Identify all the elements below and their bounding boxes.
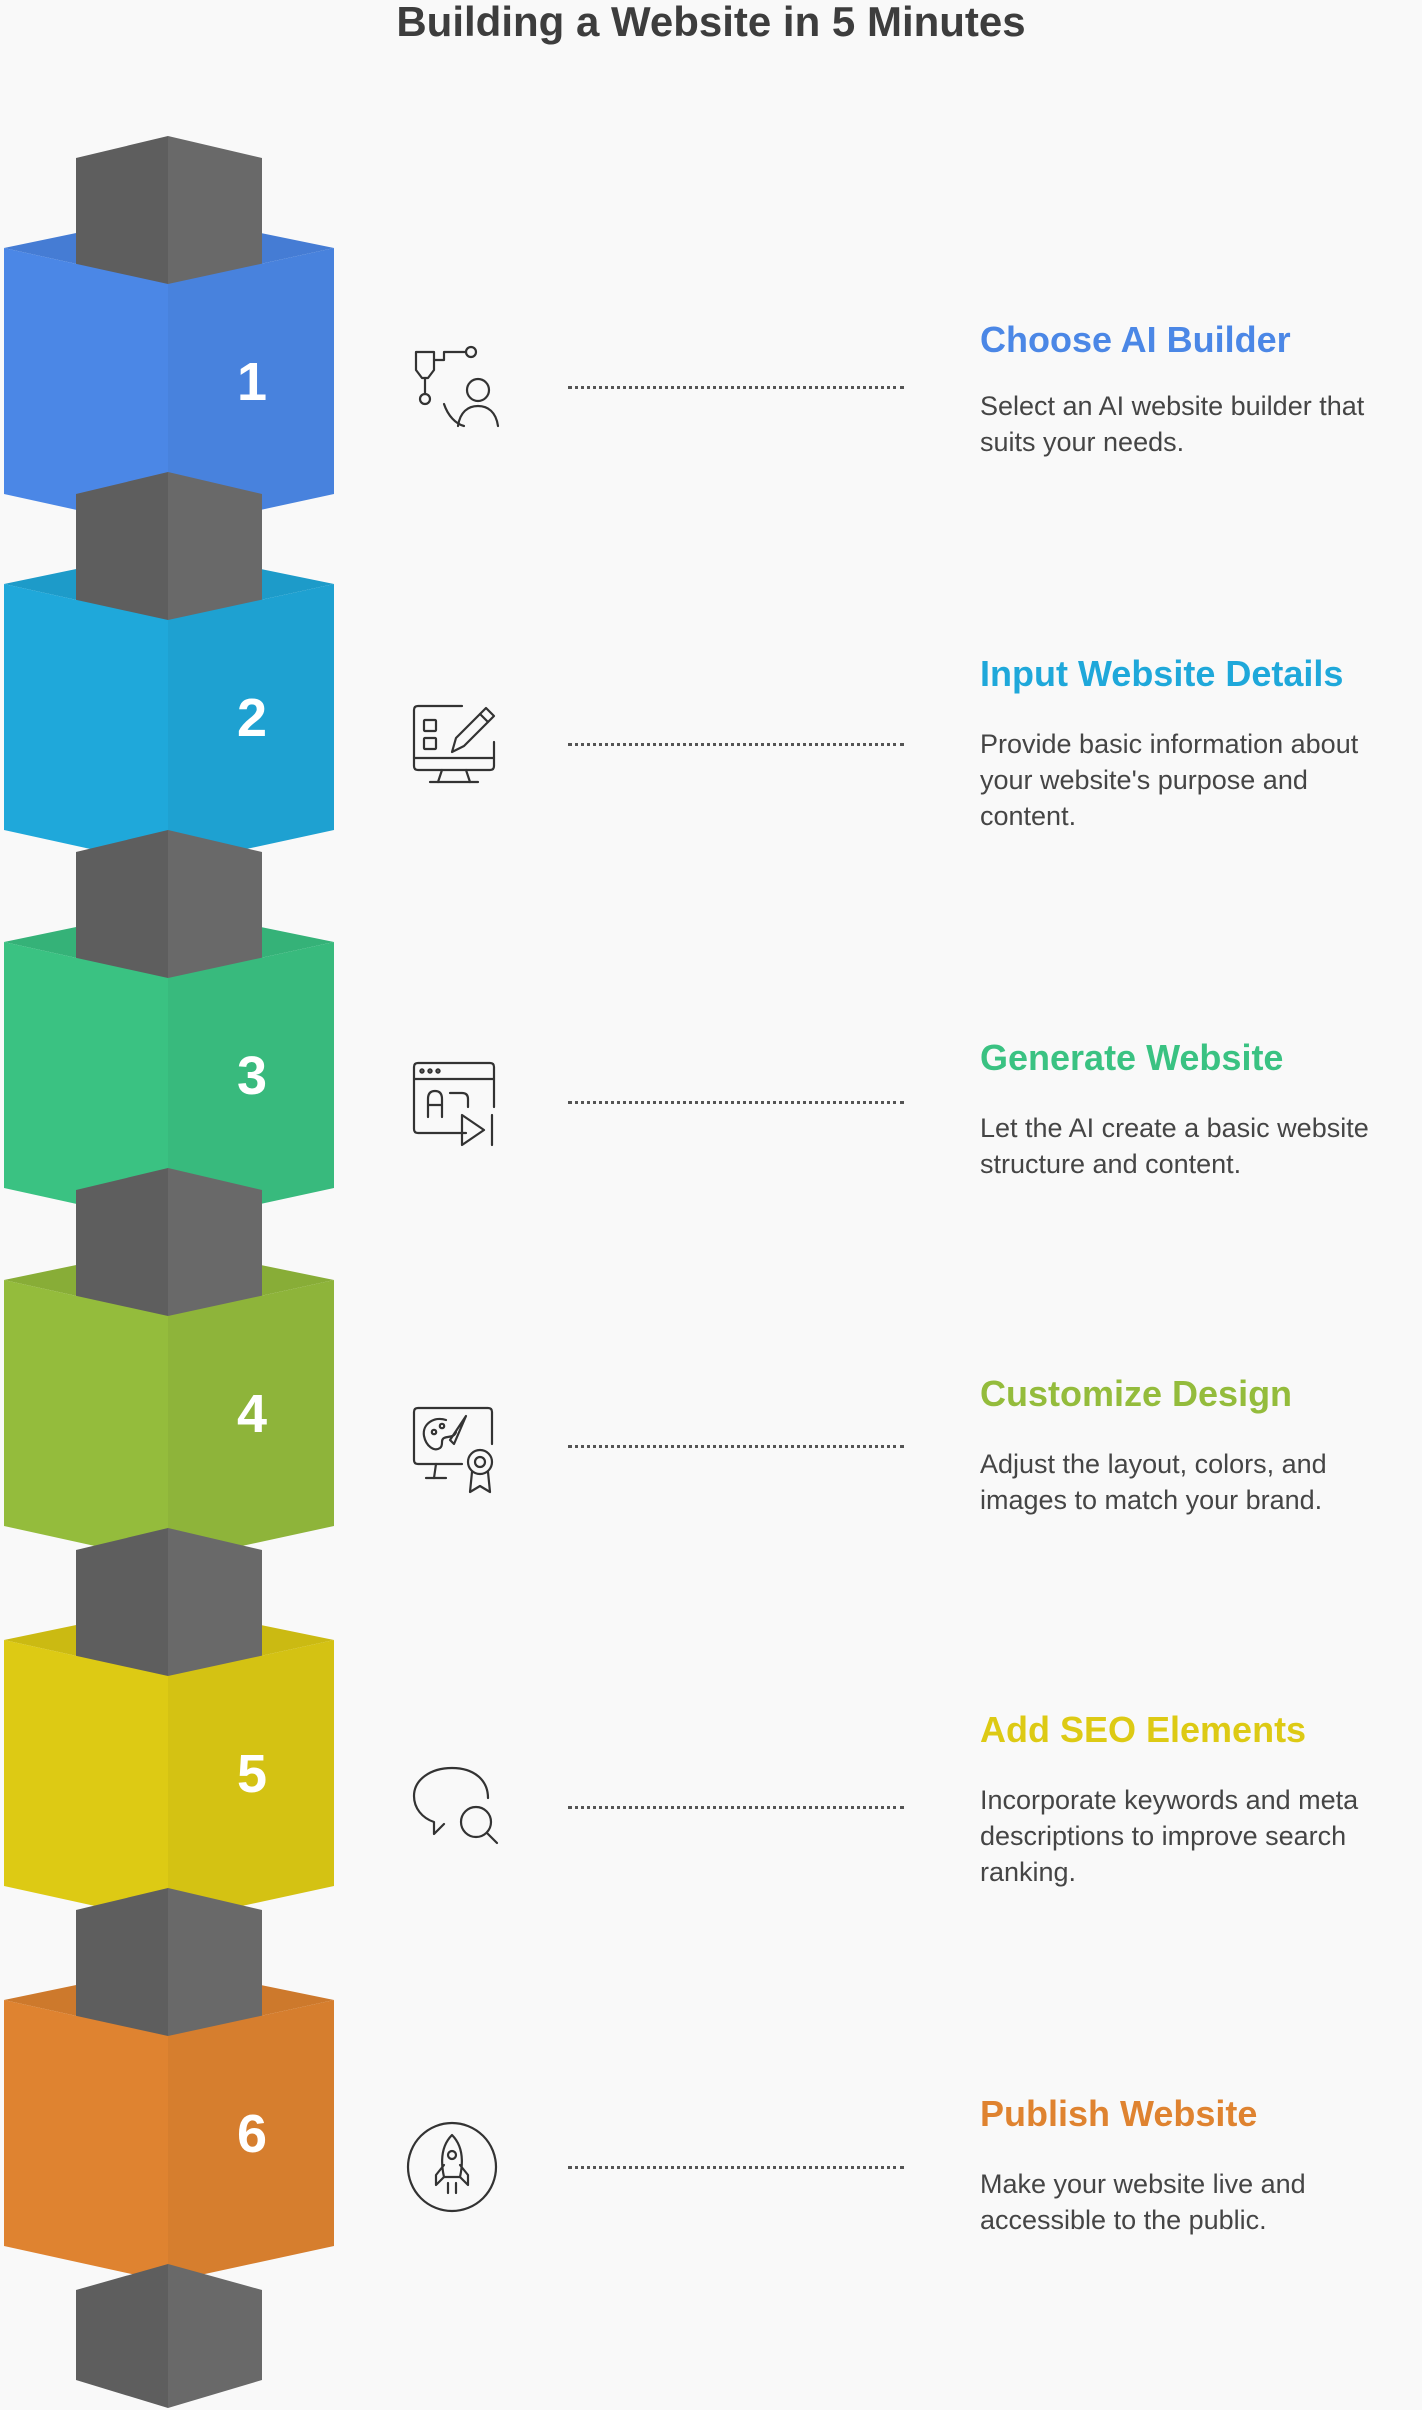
pillar-1-right [168,136,262,290]
step-6-title: Publish Website [980,2093,1258,2134]
pillar-3-right [168,830,262,984]
step-2-title: Input Website Details [980,653,1344,694]
step-5-description: Incorporate keywords and meta descriptio… [980,1785,1359,1887]
connector-1 [568,386,904,389]
step-4-title: Customize Design [980,1373,1293,1414]
cube-1-left-face [4,248,168,530]
cube-5-left-face [4,1640,168,1922]
pillar-1-left [76,136,168,290]
cube-4-left-face [4,1280,168,1562]
pillar-2-left [76,472,168,626]
step-4-number: 4 [237,1384,267,1444]
step-4-description: Adjust the layout, colors, and images to… [980,1449,1327,1515]
cube-3-right-face [168,942,334,1224]
pillar-4-right [168,1168,262,1322]
connector-2 [568,743,904,746]
pillar-2-right [168,472,262,626]
cube-2-left-face [4,584,168,866]
ai-builder-icon [404,338,500,434]
cube-4-right-face [168,1280,334,1562]
rocket-icon [404,2119,500,2215]
pillar-6-left [76,1888,168,2042]
step-1-description: Select an AI website builder that suits … [980,391,1365,457]
pillar-4-left [76,1168,168,1322]
pillar-5-right [168,1528,262,1682]
step-1-title: Choose AI Builder [980,319,1291,360]
step-6-number: 6 [237,2104,267,2164]
cube-3-left-face [4,942,168,1224]
connector-6 [568,2166,904,2169]
step-3-title: Generate Website [980,1037,1284,1078]
cube-6-left-face [4,2000,168,2282]
pillar-bottom-left [76,2264,168,2408]
step-column: 1 2 3 4 5 6 [4,136,334,2408]
design-palette-award-icon [404,1398,500,1494]
step-3-description: Let the AI create a basic website struct… [980,1113,1369,1179]
step-2-description: Provide basic information about your web… [980,729,1359,831]
step-2-number: 2 [237,688,267,748]
connector-4 [568,1445,904,1448]
page-title: Building a Website in 5 Minutes [396,0,1026,45]
step-5-number: 5 [237,1744,267,1804]
step-5-title: Add SEO Elements [980,1709,1307,1750]
pillar-6-right [168,1888,262,2042]
pillar-bottom-right [168,2264,262,2408]
connector-5 [568,1806,904,1809]
cube-1-right-face [168,248,334,530]
cube-6-right-face [168,2000,334,2282]
connector-3 [568,1101,904,1104]
pillar-3-left [76,830,168,984]
search-chat-icon [404,1758,500,1854]
step-1-number: 1 [237,352,267,412]
cube-5-right-face [168,1640,334,1922]
pillar-5-left [76,1528,168,1682]
step-3-number: 3 [237,1046,267,1106]
cube-2-right-face [168,584,334,866]
ai-window-play-icon [404,1053,500,1149]
monitor-edit-icon [404,696,500,792]
step-6-description: Make your website live and accessible to… [980,2169,1306,2235]
